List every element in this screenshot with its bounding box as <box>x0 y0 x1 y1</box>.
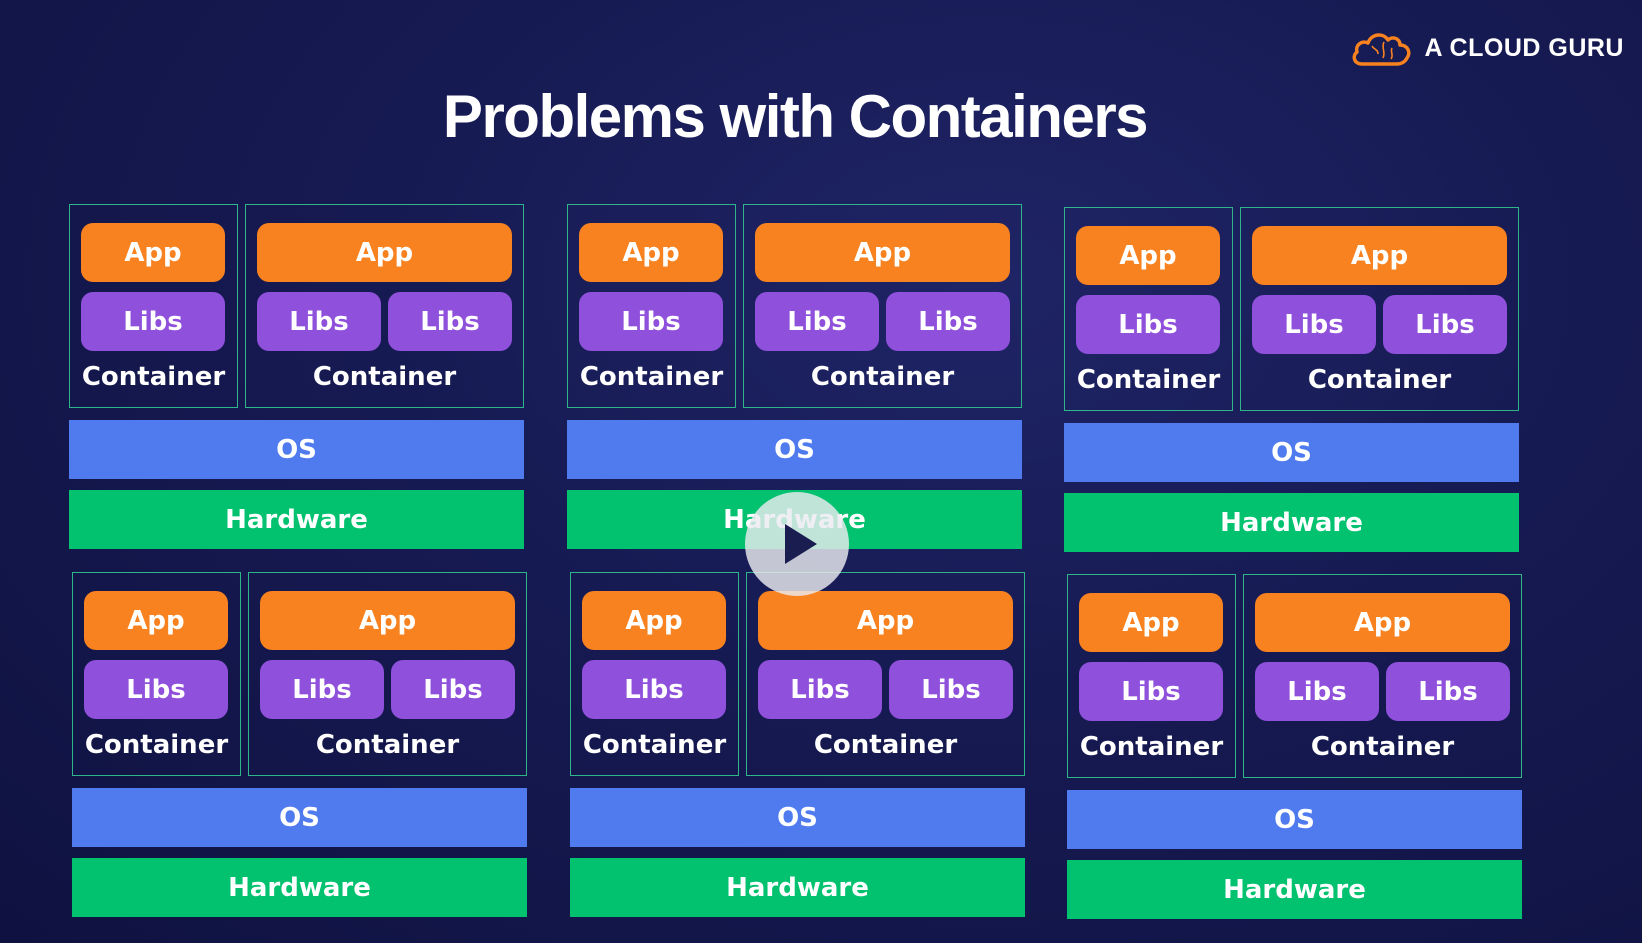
container-label: Container <box>579 362 724 392</box>
containers-row: App Libs Container App Libs Libs Contain… <box>72 572 527 778</box>
containers-row: App Libs Container App Libs Libs Contain… <box>570 572 1025 778</box>
libs-block: Libs <box>81 292 225 351</box>
libs-block: Libs <box>758 660 882 719</box>
container-label: Container <box>582 730 727 760</box>
container-label: Container <box>1079 732 1224 762</box>
app-block: App <box>1255 593 1510 652</box>
os-layer: OS <box>69 420 524 479</box>
libs-block: Libs <box>1383 295 1507 354</box>
libs-block: Libs <box>391 660 515 719</box>
libs-block: Libs <box>257 292 381 351</box>
container-label: Container <box>312 362 457 392</box>
host-stack: App Libs Container App Libs Libs Contain… <box>72 572 527 917</box>
libs-block: Libs <box>579 292 723 351</box>
container-box: App Libs Container <box>69 204 238 408</box>
play-button[interactable] <box>745 492 849 596</box>
hardware-layer: Hardware <box>1067 860 1522 919</box>
libs-block: Libs <box>84 660 228 719</box>
app-block: App <box>260 591 515 650</box>
containers-row: App Libs Container App Libs Libs Contain… <box>567 204 1022 410</box>
hardware-layer: Hardware <box>72 858 527 917</box>
brand-name: A CLOUD GURU <box>1424 33 1624 62</box>
libs-block: Libs <box>582 660 726 719</box>
container-box: App Libs Libs Container <box>743 204 1022 408</box>
hardware-layer: Hardware <box>69 490 524 549</box>
host-stack: App Libs Container App Libs Libs Contain… <box>1067 574 1522 919</box>
app-block: App <box>84 591 228 650</box>
app-block: App <box>257 223 512 282</box>
host-stack: App Libs Container App Libs Libs Contain… <box>1064 207 1519 552</box>
libs-block: Libs <box>1076 295 1220 354</box>
container-label: Container <box>81 362 226 392</box>
slide-title: Problems with Containers <box>442 83 1149 150</box>
os-layer: OS <box>570 788 1025 847</box>
os-layer: OS <box>72 788 527 847</box>
libs-block: Libs <box>260 660 384 719</box>
container-label: Container <box>810 362 955 392</box>
libs-block: Libs <box>1386 662 1510 721</box>
app-block: App <box>758 591 1013 650</box>
container-box: App Libs Container <box>570 572 739 776</box>
containers-row: App Libs Container App Libs Libs Contain… <box>1067 574 1522 780</box>
app-block: App <box>1076 226 1220 285</box>
cloud-logo-icon <box>1350 28 1412 68</box>
container-label: Container <box>1076 365 1221 395</box>
os-layer: OS <box>567 420 1022 479</box>
app-block: App <box>582 591 726 650</box>
container-label: Container <box>315 730 460 760</box>
brand-logo: A CLOUD GURU <box>1350 28 1624 68</box>
containers-row: App Libs Container App Libs Libs Contain… <box>69 204 524 410</box>
libs-block: Libs <box>886 292 1010 351</box>
container-label: Container <box>84 730 229 760</box>
play-icon <box>775 522 819 566</box>
libs-block: Libs <box>1252 295 1376 354</box>
container-label: Container <box>1307 365 1452 395</box>
host-stack: App Libs Container App Libs Libs Contain… <box>567 204 1022 549</box>
container-box: App Libs Libs Container <box>245 204 524 408</box>
hardware-layer: Hardware <box>570 858 1025 917</box>
container-box: App Libs Container <box>567 204 736 408</box>
container-box: App Libs Libs Container <box>248 572 527 776</box>
container-box: App Libs Libs Container <box>1243 574 1522 778</box>
app-block: App <box>81 223 225 282</box>
app-block: App <box>755 223 1010 282</box>
container-box: App Libs Libs Container <box>746 572 1025 776</box>
container-box: App Libs Container <box>72 572 241 776</box>
app-block: App <box>1252 226 1507 285</box>
containers-row: App Libs Container App Libs Libs Contain… <box>1064 207 1519 413</box>
app-block: App <box>579 223 723 282</box>
hardware-layer: Hardware <box>1064 493 1519 552</box>
libs-block: Libs <box>889 660 1013 719</box>
container-label: Container <box>1310 732 1455 762</box>
libs-block: Libs <box>755 292 879 351</box>
container-box: App Libs Container <box>1067 574 1236 778</box>
host-stack: App Libs Container App Libs Libs Contain… <box>570 572 1025 917</box>
container-box: App Libs Container <box>1064 207 1233 411</box>
libs-block: Libs <box>388 292 512 351</box>
os-layer: OS <box>1067 790 1522 849</box>
container-box: App Libs Libs Container <box>1240 207 1519 411</box>
app-block: App <box>1079 593 1223 652</box>
libs-block: Libs <box>1079 662 1223 721</box>
container-label: Container <box>813 730 958 760</box>
libs-block: Libs <box>1255 662 1379 721</box>
os-layer: OS <box>1064 423 1519 482</box>
host-stack: App Libs Container App Libs Libs Contain… <box>69 204 524 549</box>
